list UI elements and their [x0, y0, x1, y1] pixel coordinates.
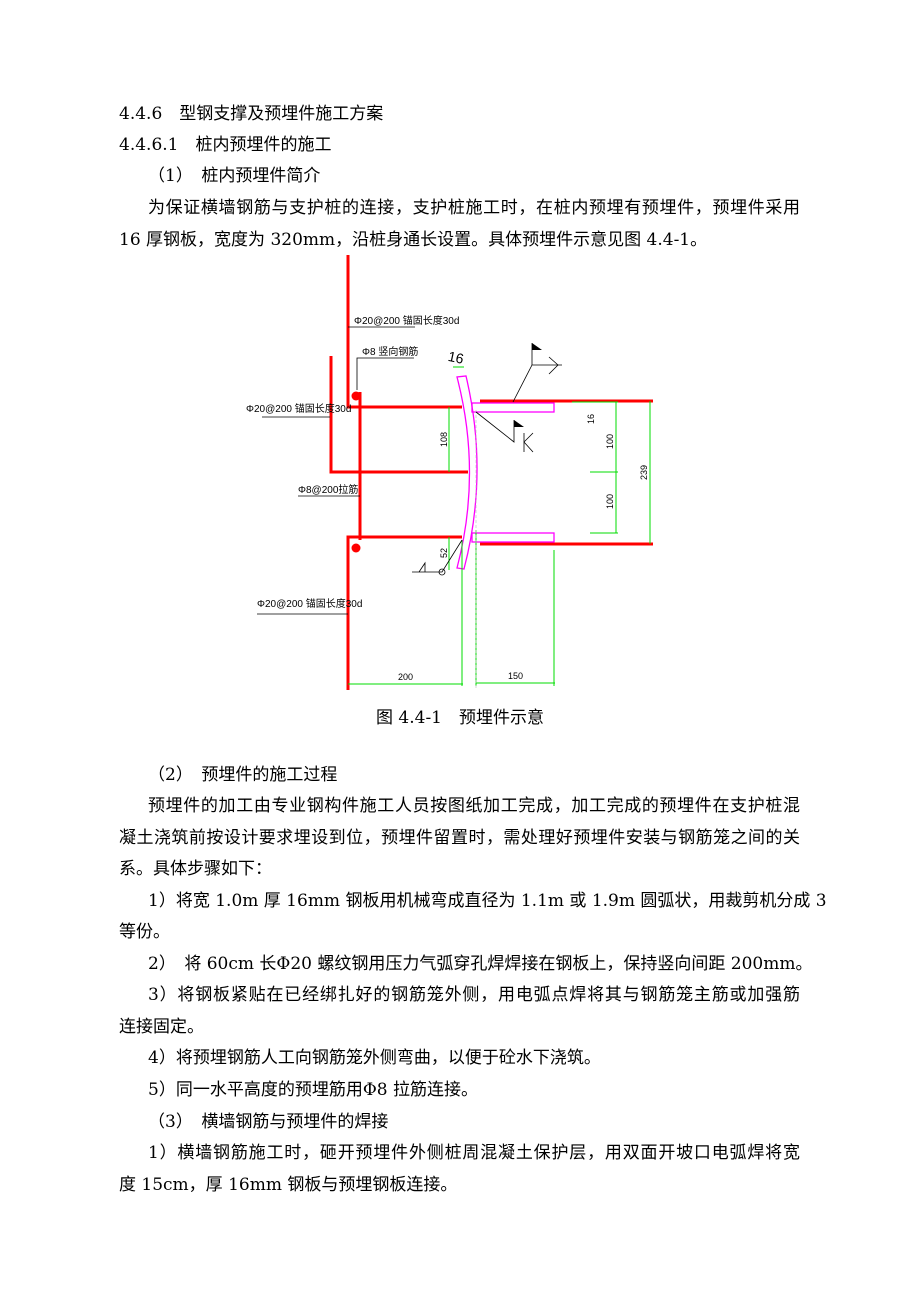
- hook-bottom: [351, 543, 361, 553]
- dim-200: 200: [398, 672, 413, 682]
- dim-52: 52: [439, 548, 449, 558]
- embedded-part-diagram: Φ20@200 锚固长度30d Φ8 竖向钢筋 Φ20@200 锚固长度30d …: [246, 255, 653, 690]
- step-line: 等份。: [119, 922, 170, 942]
- paragraph-line: 系。具体步骤如下：: [119, 859, 272, 879]
- dim-150: 150: [508, 671, 523, 681]
- step-line: 1）横墙钢筋施工时，砸开预埋件外侧桩周混凝土保护层，用双面开坡口电弧焊将宽: [148, 1143, 800, 1163]
- step-line: 度 15cm，厚 16mm 钢板与预埋钢板连接。: [119, 1175, 458, 1195]
- hook-top: [351, 391, 361, 401]
- mid-rebar: [329, 356, 468, 474]
- dimension-lines: [348, 366, 651, 686]
- label-top-bar: Φ20@200 锚固长度30d: [354, 314, 459, 327]
- section-heading: 4.4.6 型钢支撑及预埋件施工方案: [119, 104, 384, 124]
- sub-heading-3: （3） 横墙钢筋与预埋件的焊接: [148, 1112, 389, 1132]
- step-line: 3）将钢板紧贴在已经绑扎好的钢筋笼外侧，用电弧点焊将其与钢筋笼主筋或加强筋: [148, 985, 800, 1005]
- paragraph-line: 16 厚钢板，宽度为 320mm，沿桩身通长设置。具体预埋件示意见图 4.4-1…: [119, 230, 708, 250]
- figure-caption: 图 4.4-1 预埋件示意: [376, 708, 544, 728]
- bottom-rebar: [346, 535, 462, 690]
- subsection-heading: 4.4.6.1 桩内预埋件的施工: [119, 135, 332, 155]
- top-rebar: [346, 255, 462, 409]
- step-line: 1）将宽 1.0m 厚 16mm 钢板用机械弯成直径为 1.1m 或 1.9m …: [148, 891, 827, 911]
- weld-leader-1: [512, 364, 562, 403]
- paragraph-line: 为保证横墙钢筋与支护桩的连接，支护桩施工时，在桩内预埋有预埋件，预埋件采用: [148, 198, 800, 218]
- steel-plate: [456, 375, 555, 570]
- step-line: 2） 将 60cm 长Φ20 螺纹钢用压力气弧穿孔焊焊接在钢板上，保持竖向间距 …: [148, 954, 813, 974]
- dim-239: 239: [639, 465, 649, 480]
- dim-108: 108: [439, 432, 449, 447]
- sub-heading-2: （2） 预埋件的施工过程: [148, 765, 338, 785]
- dim-100-lower: 100: [605, 494, 615, 509]
- sub-heading-1: （1） 桩内预埋件简介: [148, 166, 321, 186]
- paragraph-line: 预埋件的加工由专业钢构件施工人员按图纸加工完成，加工完成的预埋件在支护桩混: [148, 796, 800, 816]
- rebars: [329, 255, 653, 690]
- label-vertical-bar: Φ8 竖向钢筋: [362, 345, 418, 358]
- label-mid-bar: Φ20@200 锚固长度30d: [246, 402, 351, 415]
- dim-16: 16: [586, 414, 596, 424]
- label-bottom-bar: Φ20@200 锚固长度30d: [257, 597, 362, 610]
- step-line: 5）同一水平高度的预埋筋用Φ8 拉筋连接。: [148, 1080, 478, 1100]
- label-plate-thickness: 16: [447, 348, 466, 367]
- step-line: 连接固定。: [119, 1017, 204, 1037]
- label-tie-bar: Φ8@200拉筋: [298, 483, 358, 496]
- step-line: 4）将预埋钢筋人工向钢筋笼外侧弯曲，以便于砼水下浇筑。: [148, 1048, 601, 1068]
- weld-leader-3: [412, 539, 463, 573]
- leader-lines: [257, 326, 562, 615]
- dim-100-upper: 100: [605, 434, 615, 449]
- paragraph-line: 凝土浇筑前按设计要求埋设到位，预埋件留置时，需处理好预埋件安装与钢筋笼之间的关: [119, 828, 800, 848]
- weld-leader-2: [475, 411, 515, 443]
